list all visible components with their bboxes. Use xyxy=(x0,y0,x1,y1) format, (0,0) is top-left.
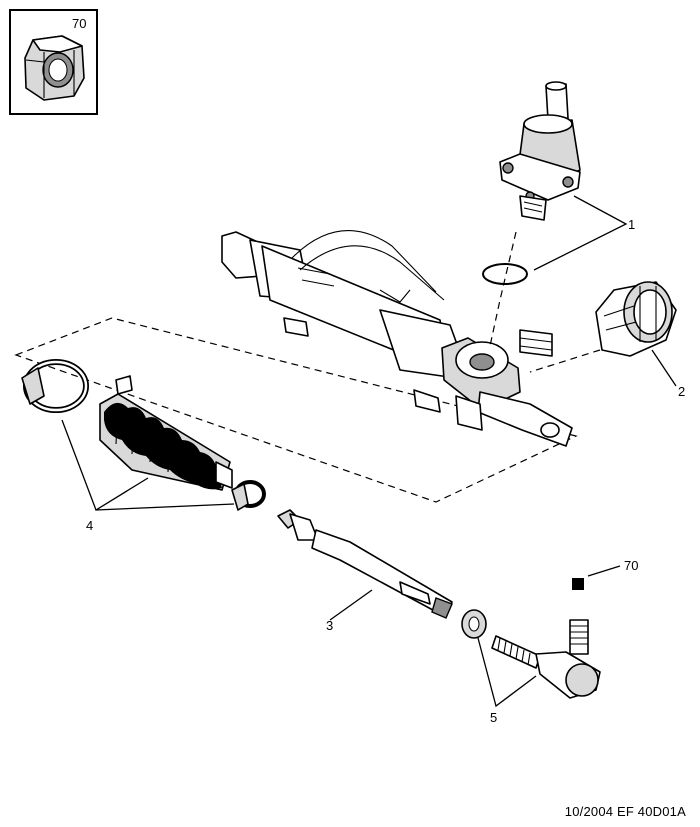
outer-tie-rod-end xyxy=(461,578,601,699)
callout-3-label: 3 xyxy=(326,618,333,633)
callout-torque-label: 70 xyxy=(624,558,638,573)
torque-marker-icon xyxy=(572,578,584,590)
inner-tie-rod xyxy=(277,509,453,619)
callout-2-label: 2 xyxy=(678,384,685,399)
rack-mounting-bush xyxy=(529,281,677,373)
gaiter-kit xyxy=(21,359,266,511)
leader-lines xyxy=(61,195,677,708)
callout-4-label: 4 xyxy=(86,518,93,533)
callout-1-label: 1 xyxy=(628,217,635,232)
callout-inset-label: 70 xyxy=(72,16,86,31)
nut-icon xyxy=(24,35,85,101)
document-reference: 10/2004 EF 40D01A xyxy=(564,804,686,819)
assembly-outline xyxy=(14,317,578,503)
rack-housing xyxy=(221,230,573,447)
pinion-valve-assembly xyxy=(482,81,581,347)
callout-5-label: 5 xyxy=(490,710,497,725)
inset-nut-box: 70 xyxy=(9,9,98,115)
